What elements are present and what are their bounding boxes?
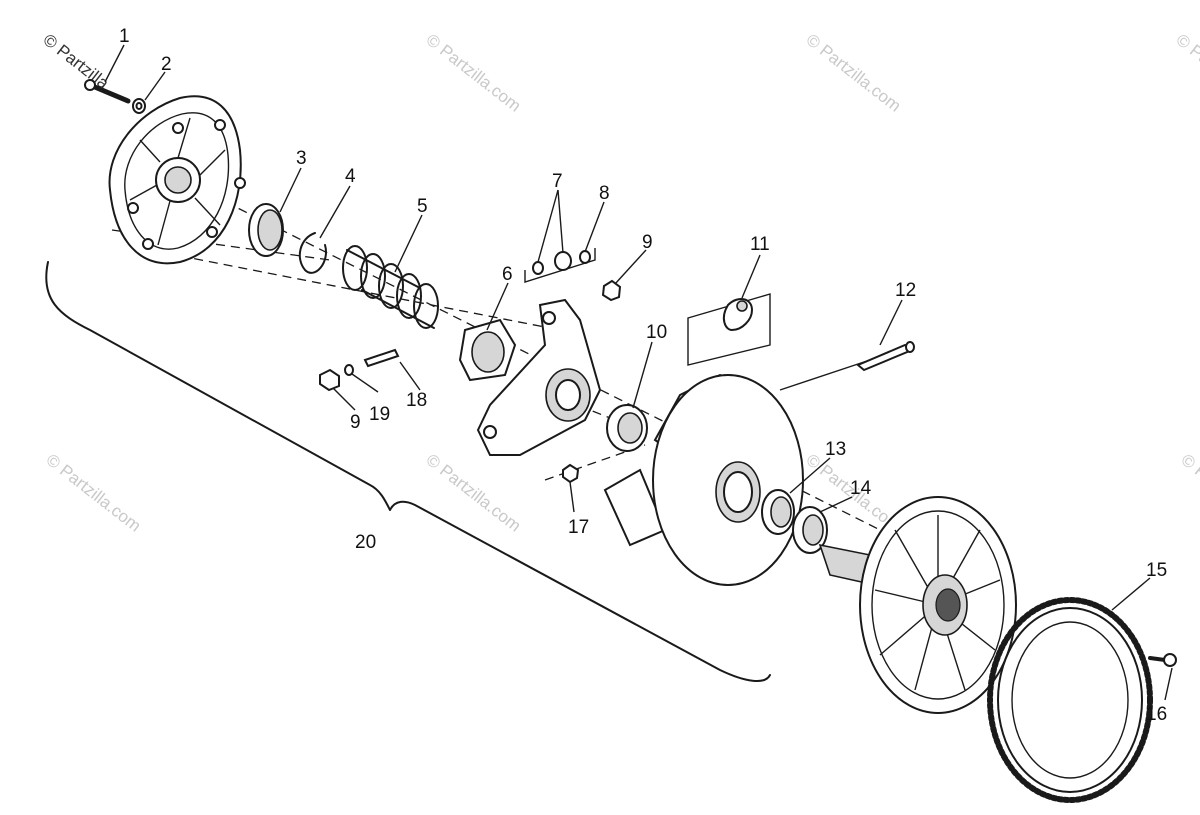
callout-8: 8 xyxy=(599,183,610,204)
spider-part xyxy=(458,318,517,382)
thrust-washer-part xyxy=(606,404,648,452)
callout-5: 5 xyxy=(417,196,428,217)
clip-part xyxy=(687,293,771,366)
leader-lines xyxy=(104,44,1173,701)
callout-17: 17 xyxy=(568,517,589,538)
watermark: © Partzilla.com xyxy=(423,30,525,116)
callout-15: 15 xyxy=(1146,560,1167,581)
callout-2: 2 xyxy=(161,54,172,75)
bolt-part xyxy=(84,79,131,104)
screw-set-lower xyxy=(319,348,400,392)
nut-upper-part xyxy=(601,279,622,302)
callout-9-upper: 9 xyxy=(642,232,653,253)
callout-14: 14 xyxy=(850,478,872,499)
screw-16-part xyxy=(1148,653,1177,667)
nut-lower-part xyxy=(562,463,580,484)
moveable-sheave-part xyxy=(603,373,804,586)
callout-11: 11 xyxy=(750,234,770,255)
callout-6: 6 xyxy=(502,264,513,285)
callout-1: 1 xyxy=(119,26,130,47)
pin-part xyxy=(856,341,915,372)
callout-10: 10 xyxy=(646,322,667,343)
ring-gear-part xyxy=(987,597,1153,803)
bushing-part xyxy=(248,203,284,257)
callout-9-lower: 9 xyxy=(350,412,361,433)
watermark: © Partzilla.com xyxy=(1178,450,1200,536)
callout-4: 4 xyxy=(345,166,356,187)
assembly-bracket xyxy=(45,261,771,682)
washer-roller-set xyxy=(524,248,596,283)
callout-7: 7 xyxy=(552,171,563,192)
callout-19: 19 xyxy=(369,404,390,425)
fixed-sheave-part xyxy=(818,496,1017,714)
callout-3: 3 xyxy=(296,148,307,169)
watermark: © Partzilla.com xyxy=(43,450,145,536)
callout-18: 18 xyxy=(406,390,427,411)
cover-plate-part xyxy=(108,95,246,265)
callout-20: 20 xyxy=(355,532,376,553)
watermark: © Partzilla.com xyxy=(423,450,525,536)
callout-16: 16 xyxy=(1146,704,1167,725)
callout-13: 13 xyxy=(825,439,846,460)
callout-labels: 1 2 3 4 5 6 7 8 9 9 10 11 12 13 14 15 16… xyxy=(119,26,1167,725)
watermark: © Partzilla.com xyxy=(1173,30,1200,116)
spring-part xyxy=(342,245,439,329)
snap-ring-part xyxy=(298,232,327,274)
callout-12: 12 xyxy=(895,280,916,301)
arm-part xyxy=(476,298,602,456)
watermark: © Partzilla.com xyxy=(803,30,905,116)
washer-part xyxy=(132,98,146,114)
watermark-top-left: © Partzilla xyxy=(40,30,113,93)
bushing-14-part xyxy=(792,506,828,554)
bushing-13-part xyxy=(761,489,795,535)
